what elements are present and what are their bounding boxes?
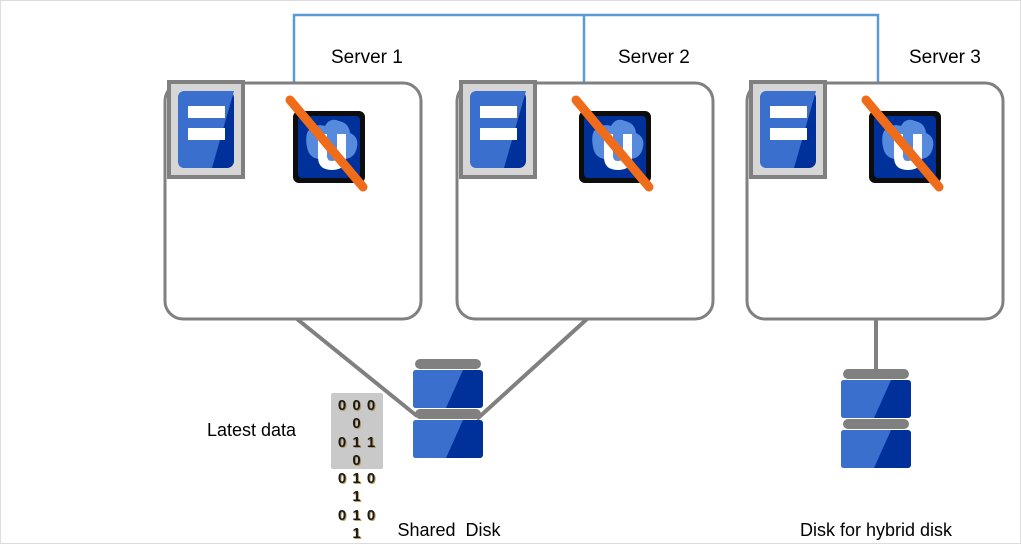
- shared-disk-caption: Shared Disk for hybrid disk resource: [349, 473, 549, 543]
- latest-data-label: Latest data: [207, 420, 297, 440]
- server-title-2: Server 2: [618, 47, 690, 68]
- server-group-bracket: [292, 13, 880, 82]
- latest-data-binary-block: 0 0 0 0 0 1 1 0 0 1 0 1 0 1 0 1: [331, 393, 383, 542]
- slash-overlay-icon: [571, 95, 654, 192]
- binary-row: 0 1 1 0: [337, 433, 377, 469]
- shared-disk-caption-line1: Shared Disk: [397, 520, 501, 541]
- connector-server2-to-shared-disk: [475, 317, 589, 421]
- server-icon: [459, 80, 537, 179]
- slash-overlay-icon: [861, 95, 944, 192]
- server-title-1: Server 1: [331, 47, 403, 68]
- slash-overlay-icon: [285, 95, 368, 192]
- server-icon: [749, 80, 827, 179]
- standalone-disk-caption: Disk for hybrid disk resource: [771, 473, 981, 543]
- server-title-3: Server 3: [909, 47, 981, 68]
- standalone-disk-caption-line1: Disk for hybrid disk: [799, 520, 953, 541]
- disk-icon: [841, 369, 911, 468]
- connector-server1-to-shared-disk: [295, 317, 419, 418]
- disk-icon: [413, 359, 483, 458]
- server-icon: [167, 80, 245, 179]
- binary-row: 0 1 0 1: [337, 506, 377, 543]
- binary-row: 0 0 0 0: [337, 397, 377, 433]
- binary-row: 0 1 0 1: [337, 470, 377, 506]
